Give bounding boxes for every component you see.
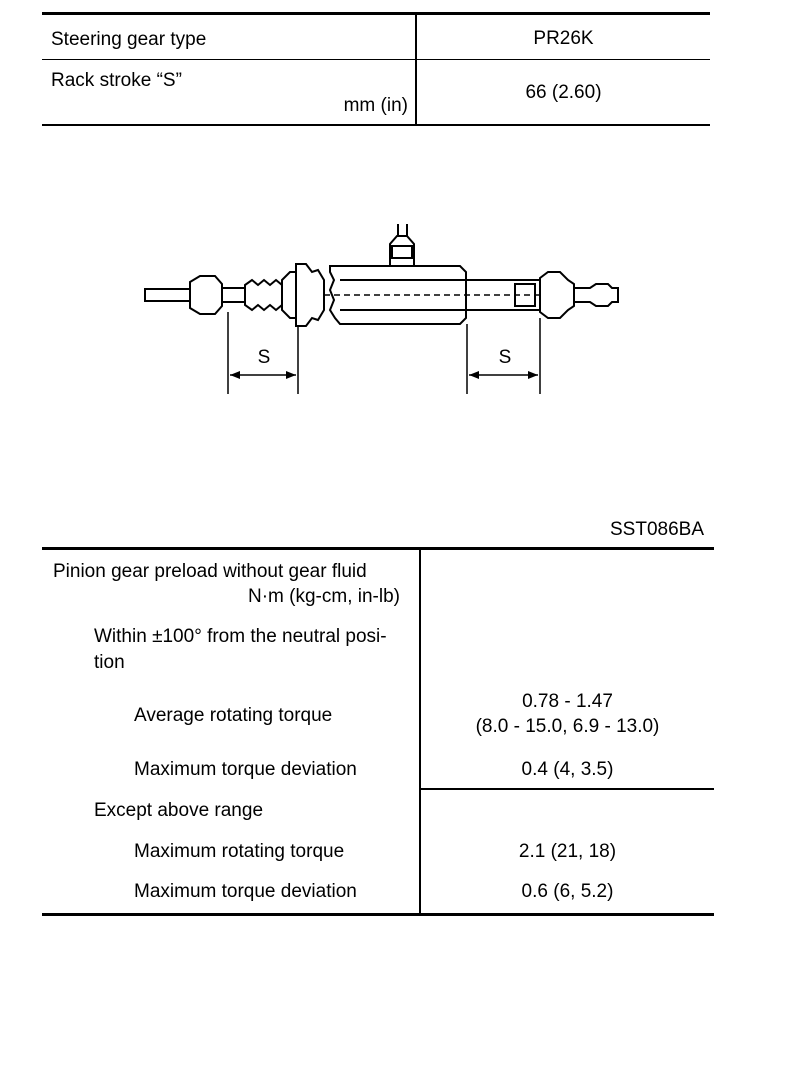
left-tie-rod (144, 288, 191, 302)
table-column-divider (415, 14, 417, 125)
left-ball-joint (189, 275, 223, 315)
preload-header-unit: N·m (kg-cm, in-lb) (248, 586, 400, 607)
within-range-line-1: Within ±100° from the neutral posi- (94, 626, 387, 647)
except-range-label: Except above range (94, 800, 264, 821)
right-stroke-label: S (499, 347, 512, 368)
steering-rack-diagram: S S (144, 224, 619, 394)
max-rotating-torque-label: Maximum rotating torque (134, 841, 345, 862)
avg-rotating-torque-value-1: 0.78 - 1.47 (522, 691, 613, 712)
max-torque-deviation-value-1: 0.4 (4, 3.5) (521, 759, 614, 780)
preload-column-divider (419, 549, 421, 914)
avg-rotating-torque-value-2: (8.0 - 15.0, 6.9 - 13.0) (475, 716, 660, 737)
left-housing-end (281, 263, 325, 327)
left-stroke-label: S (258, 347, 271, 368)
rack-stroke-value: 66 (2.60) (525, 82, 602, 103)
steering-gear-type-value: PR26K (533, 28, 594, 49)
rack-stroke-label: Rack stroke “S” (51, 70, 182, 91)
preload-top-rule (42, 547, 714, 550)
table-bottom-rule (42, 124, 710, 126)
preload-mid-rule (420, 788, 714, 790)
figure-code: SST086BA (610, 519, 704, 540)
pinion-shaft (389, 235, 415, 266)
rack-stroke-unit: mm (in) (343, 95, 408, 116)
table-row-divider (42, 59, 710, 60)
max-torque-deviation-value-2: 0.6 (6, 5.2) (521, 881, 614, 902)
steering-gear-type-label: Steering gear type (51, 29, 207, 50)
avg-rotating-torque-label: Average rotating torque (134, 705, 333, 726)
right-tie-rod (573, 283, 619, 307)
max-torque-deviation-label-1: Maximum torque deviation (134, 759, 357, 780)
gear-housing (328, 265, 467, 325)
preload-bottom-rule (42, 913, 714, 916)
preload-header: Pinion gear preload without gear fluid (53, 561, 367, 582)
left-boot (244, 278, 283, 312)
max-rotating-torque-value: 2.1 (21, 18) (518, 841, 617, 862)
max-torque-deviation-label-2: Maximum torque deviation (134, 881, 357, 902)
within-range-line-2: tion (94, 652, 125, 673)
table-top-rule (42, 12, 710, 15)
right-ball-joint (539, 271, 575, 319)
